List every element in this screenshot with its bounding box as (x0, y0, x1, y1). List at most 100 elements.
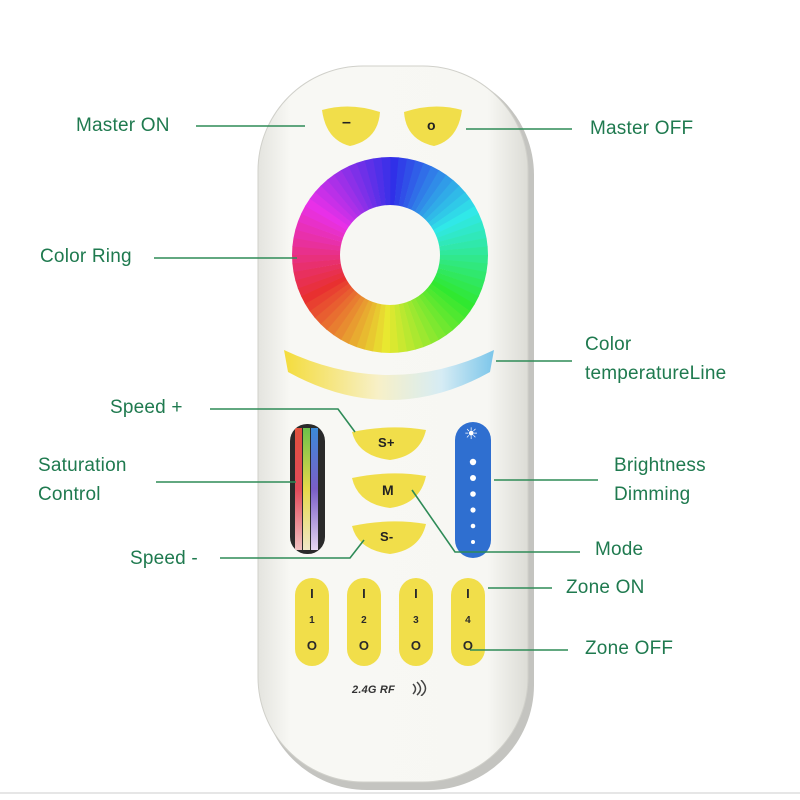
master-on-symbol: – (342, 114, 352, 131)
brightness-dot (470, 523, 476, 529)
zone-2-off-symbol: O (358, 638, 370, 653)
color-ring-segment (406, 300, 432, 348)
color-ring-segment (292, 246, 341, 255)
color-ring[interactable] (292, 157, 488, 353)
color-ring-segment (364, 158, 382, 207)
bottom-divider (0, 792, 800, 794)
color-ring-segment (428, 192, 471, 227)
color-ring-segment (304, 279, 350, 312)
color-ring-segment (428, 283, 471, 319)
mode-button[interactable] (352, 473, 426, 508)
color-ring-segment (292, 237, 341, 251)
color-ring-segment (372, 304, 386, 353)
color-ring-segment (410, 298, 439, 344)
label-color-temp-line2: temperatureLine (585, 363, 727, 384)
color-ring-segment (425, 287, 466, 325)
color-ring-segment (402, 301, 424, 350)
color-temperature-line[interactable] (284, 350, 494, 400)
sun-icon: ☀ (464, 426, 479, 443)
rf-label: 2.4G RF (352, 684, 395, 696)
brightness-dot (470, 475, 476, 481)
label-mode: Mode (595, 539, 644, 560)
label-master-on: Master ON (76, 115, 170, 136)
color-ring-segment (340, 298, 369, 344)
color-ring-segment (435, 213, 483, 239)
color-ring-center-button[interactable] (342, 207, 438, 303)
color-ring-segment (439, 246, 488, 256)
color-ring-segment (439, 255, 488, 264)
signal-waves-icon (412, 680, 427, 696)
color-ring-segment (305, 198, 350, 230)
color-ring-segment (301, 205, 347, 234)
zone-2-button[interactable] (347, 578, 381, 666)
zone-2-number: 2 (361, 615, 367, 626)
zone-1-button[interactable] (295, 578, 329, 666)
label-zone-on: Zone ON (566, 577, 645, 598)
color-ring-segment (436, 221, 485, 243)
zone-4-number: 4 (465, 615, 471, 626)
color-ring-segment (418, 293, 453, 336)
color-ring-segment (381, 304, 390, 353)
leader-mode (411, 489, 580, 553)
zone-1-number: 1 (309, 615, 315, 626)
color-ring-segment (297, 271, 345, 297)
label-speed-plus: Speed + (110, 397, 183, 418)
speed-minus-button[interactable] (352, 521, 426, 554)
color-ring-segment (333, 295, 365, 340)
color-ring-segment (430, 198, 476, 231)
master-off-symbol: o (427, 117, 436, 133)
label-brightness-line2: Dimming (614, 484, 691, 505)
color-ring-segment (394, 157, 408, 206)
color-ring-segment (418, 174, 454, 217)
zone-2-on-symbol: I (362, 586, 366, 601)
color-ring-segment (438, 229, 487, 247)
speed-plus-button[interactable] (352, 427, 426, 460)
leader-speed-minus (220, 539, 365, 559)
color-ring-segment (356, 301, 378, 350)
master-on-button[interactable] (322, 106, 380, 146)
zone-3-on-symbol: I (414, 586, 418, 601)
color-ring-segment (309, 283, 352, 318)
zone-4-off-symbol: O (462, 638, 474, 653)
color-ring-segment (398, 158, 416, 207)
color-ring-segment (348, 300, 373, 348)
saturation-stripes (295, 428, 318, 550)
zone-4-on-symbol: I (466, 586, 470, 601)
color-ring-segment (293, 229, 342, 247)
label-brightness-line1: Brightness (614, 455, 706, 476)
color-ring-segment (414, 295, 447, 341)
color-ring-segment (390, 157, 399, 206)
brightness-dimming-slider[interactable] (455, 422, 491, 558)
color-ring-segment (433, 276, 479, 305)
brightness-dot (469, 458, 477, 466)
color-ring-segment (292, 254, 341, 264)
color-ring-segment (314, 286, 355, 325)
leader-lines (154, 125, 598, 651)
master-off-button[interactable] (404, 106, 462, 146)
color-ring-segment (411, 166, 440, 212)
color-ring-segment (320, 179, 359, 220)
label-color-ring: Color Ring (40, 246, 132, 267)
zone-3-off-symbol: O (410, 638, 422, 653)
color-ring-segment (407, 162, 432, 210)
zone-buttons (295, 578, 485, 666)
color-ring-segment (389, 304, 399, 353)
brightness-dot (470, 507, 476, 513)
color-ring-segment (326, 293, 362, 336)
color-ring-segment (348, 162, 374, 210)
color-ring-segment (295, 267, 344, 289)
color-ring-segment (425, 185, 466, 224)
color-ring-segment (421, 290, 460, 331)
color-ring-segment (293, 263, 342, 281)
color-ring-segment (327, 174, 362, 217)
color-ring-segment (398, 303, 416, 352)
brightness-dots (469, 458, 477, 544)
color-ring-segment (439, 259, 488, 273)
zone-3-button[interactable] (399, 578, 433, 666)
color-ring-segment (333, 169, 366, 215)
leader-speed-plus (210, 408, 356, 433)
zone-4-button[interactable] (451, 578, 485, 666)
color-ring-segment (356, 160, 378, 209)
